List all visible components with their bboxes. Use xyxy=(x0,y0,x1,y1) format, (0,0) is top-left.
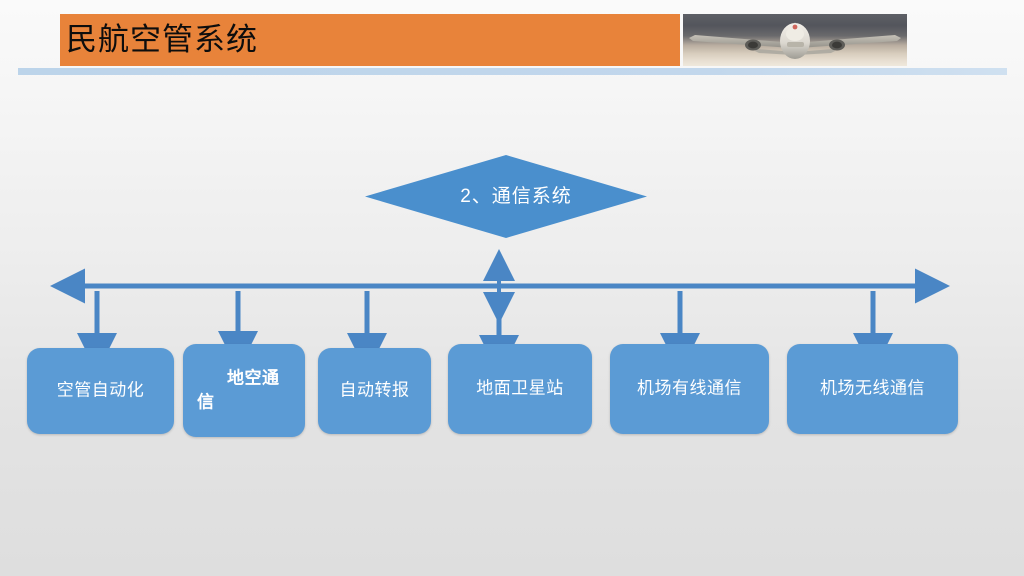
diagram-root-label: 2、通信系统 xyxy=(460,186,572,207)
airplane-icon xyxy=(689,22,901,59)
diagram-root-node[interactable]: 2、通信系统 xyxy=(365,155,647,238)
node-label-6: 机场无线通信 xyxy=(820,378,925,398)
node-box-4[interactable]: 地面卫星站 xyxy=(448,344,592,434)
node-box-3[interactable]: 自动转报 xyxy=(318,348,431,434)
header-divider xyxy=(18,68,1007,75)
page-title: 民航空管系统 xyxy=(66,22,258,57)
node-box-6[interactable]: 机场无线通信 xyxy=(787,344,958,434)
node-box-2[interactable]: 地空通信 xyxy=(183,344,305,437)
node-label-1: 空管自动化 xyxy=(56,380,145,400)
node-label-3: 自动转报 xyxy=(339,380,410,400)
node-box-5[interactable]: 机场有线通信 xyxy=(610,344,769,434)
node-label-2: 地空通信 xyxy=(197,367,280,412)
node-label-4: 地面卫星站 xyxy=(476,378,564,398)
node-label-5: 机场有线通信 xyxy=(637,378,742,398)
node-box-1[interactable]: 空管自动化 xyxy=(27,348,174,434)
airplane-photo xyxy=(683,14,907,66)
title-banner xyxy=(60,14,680,66)
